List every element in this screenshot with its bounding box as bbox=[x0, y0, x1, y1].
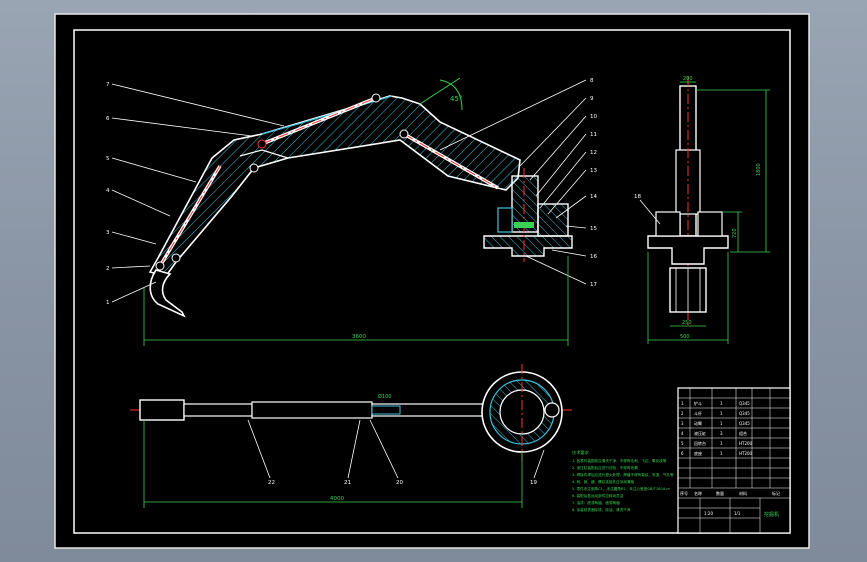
callout: 9 bbox=[590, 96, 594, 102]
bom-row-material: Q345 bbox=[739, 411, 750, 416]
side-view: 200 1800 720 250 500 18 bbox=[634, 76, 770, 344]
bom-row-name: 斗杆 bbox=[694, 410, 702, 416]
sheet-label: 1/1 bbox=[734, 511, 741, 516]
callouts-plan: 22 21 20 19 bbox=[268, 480, 537, 486]
bom-row-no: 3 bbox=[681, 421, 684, 426]
callout: 17 bbox=[590, 282, 597, 288]
plan-view: Ø100 22 21 20 19 4000 bbox=[130, 364, 572, 508]
revision-label: 标记 bbox=[772, 490, 780, 496]
callout: 3 bbox=[106, 230, 110, 236]
notes-line: 8. 涂装前表面除锈、除油、清洗干净 bbox=[572, 507, 631, 512]
callout: 13 bbox=[590, 168, 597, 174]
bom-row-qty: 1 bbox=[720, 401, 723, 406]
bom-row-name: 回转台 bbox=[694, 440, 706, 446]
bom-row-no: 1 bbox=[681, 401, 684, 406]
title-block: 1 铲斗 1 Q345 2 斗杆 1 Q345 3 动臂 1 Q345 4 液压… bbox=[677, 387, 791, 534]
angle-label: 45° bbox=[450, 95, 462, 103]
callout: 14 bbox=[590, 194, 597, 200]
bom-row-material: 组合 bbox=[739, 430, 747, 436]
boom bbox=[148, 95, 521, 277]
drawing-border bbox=[73, 29, 791, 534]
callout: 1 bbox=[106, 300, 110, 306]
callout: 4 bbox=[106, 188, 110, 194]
bom-header: 序号 bbox=[680, 490, 688, 496]
bom-row-qty: 1 bbox=[720, 411, 723, 416]
bom-row-qty: 3 bbox=[720, 431, 723, 436]
bom-row-no: 5 bbox=[681, 441, 684, 446]
notes-line: 2. 液压缸装配后应进行试验，不得有泄漏 bbox=[572, 465, 638, 470]
bom-row-qty: 1 bbox=[720, 441, 723, 446]
overall-length-dimension: 3600 bbox=[352, 334, 366, 340]
callout: 19 bbox=[530, 480, 537, 486]
turntable-base bbox=[483, 168, 573, 262]
elevation-view: 45° 1 2 3 4 5 6 7 bbox=[106, 77, 597, 346]
callout: 21 bbox=[344, 480, 351, 486]
bom-row-name: 动臂 bbox=[694, 420, 702, 426]
notes-line: 4. 转、销、键、螺纹连接处应涂润滑脂 bbox=[572, 479, 634, 484]
bom-row-name: 液压缸 bbox=[694, 430, 706, 436]
callout: 15 bbox=[590, 226, 597, 232]
callouts-left: 1 2 3 4 5 6 7 bbox=[106, 82, 110, 306]
side-mid-width: 250 bbox=[682, 320, 692, 326]
bom-row-material: Q345 bbox=[739, 421, 750, 426]
notes-line: 5. 零件未注倒角C1，未注圆角R2，未注公差按GB/T1804-m bbox=[572, 486, 670, 491]
bom-row-qty: 1 bbox=[720, 421, 723, 426]
callouts-right: 8 9 10 11 12 13 14 15 16 17 bbox=[590, 78, 597, 288]
callout: 10 bbox=[590, 114, 597, 120]
callout: 8 bbox=[590, 78, 594, 84]
callout: 5 bbox=[106, 156, 110, 162]
callout: 12 bbox=[590, 150, 597, 156]
callout: 22 bbox=[268, 480, 275, 486]
drawing-name: 挖掘机 bbox=[764, 511, 779, 518]
notes-line: 7. 油漆：底漆两遍，面漆两遍 bbox=[572, 500, 620, 505]
bom-row-no: 4 bbox=[681, 431, 684, 436]
side-base-width: 500 bbox=[680, 334, 690, 340]
bom-row-no: 2 bbox=[681, 411, 684, 416]
bom-row-qty: 1 bbox=[720, 451, 723, 456]
bom-row-name: 底座 bbox=[694, 450, 702, 456]
bom-header: 名称 bbox=[694, 490, 702, 496]
callout: 20 bbox=[396, 480, 403, 486]
scale-label: 1:20 bbox=[704, 511, 713, 516]
callout: 18 bbox=[634, 194, 641, 200]
callout: 6 bbox=[106, 116, 110, 122]
bom-row-material: HT200 bbox=[739, 451, 753, 456]
side-height-dimension: 1800 bbox=[756, 163, 762, 176]
callout: 7 bbox=[106, 82, 110, 88]
notes-line: 6. 装配后各运动部件应转动灵活 bbox=[572, 493, 624, 498]
plan-tag: Ø100 bbox=[378, 393, 391, 400]
bom-row-no: 6 bbox=[681, 451, 684, 456]
notes-line: 1. 各零件装配前应清洗干净，不得有毛刺、飞边、氧化皮等 bbox=[572, 458, 667, 463]
notes-line: 3. 焊接件焊后应进行退火处理，焊缝不得有裂纹、夹渣、气孔等 bbox=[572, 472, 674, 477]
bom-row-material: Q345 bbox=[739, 401, 750, 406]
bucket bbox=[149, 269, 186, 318]
bom-row-name: 铲斗 bbox=[694, 400, 702, 406]
bom-header: 材料 bbox=[739, 490, 747, 496]
bom-header: 数量 bbox=[716, 490, 724, 496]
callout: 11 bbox=[590, 132, 597, 138]
technical-notes: 技术要求 1. 各零件装配前应清洗干净，不得有毛刺、飞边、氧化皮等 2. 液压缸… bbox=[572, 449, 674, 512]
callout: 16 bbox=[590, 254, 597, 260]
side-sub-height: 720 bbox=[732, 228, 738, 238]
side-top-width: 200 bbox=[683, 76, 693, 82]
bom-row-material: HT200 bbox=[739, 441, 753, 446]
notes-title: 技术要求 bbox=[572, 449, 590, 456]
callout: 2 bbox=[106, 266, 110, 272]
plan-length-dimension: 4000 bbox=[330, 496, 344, 502]
